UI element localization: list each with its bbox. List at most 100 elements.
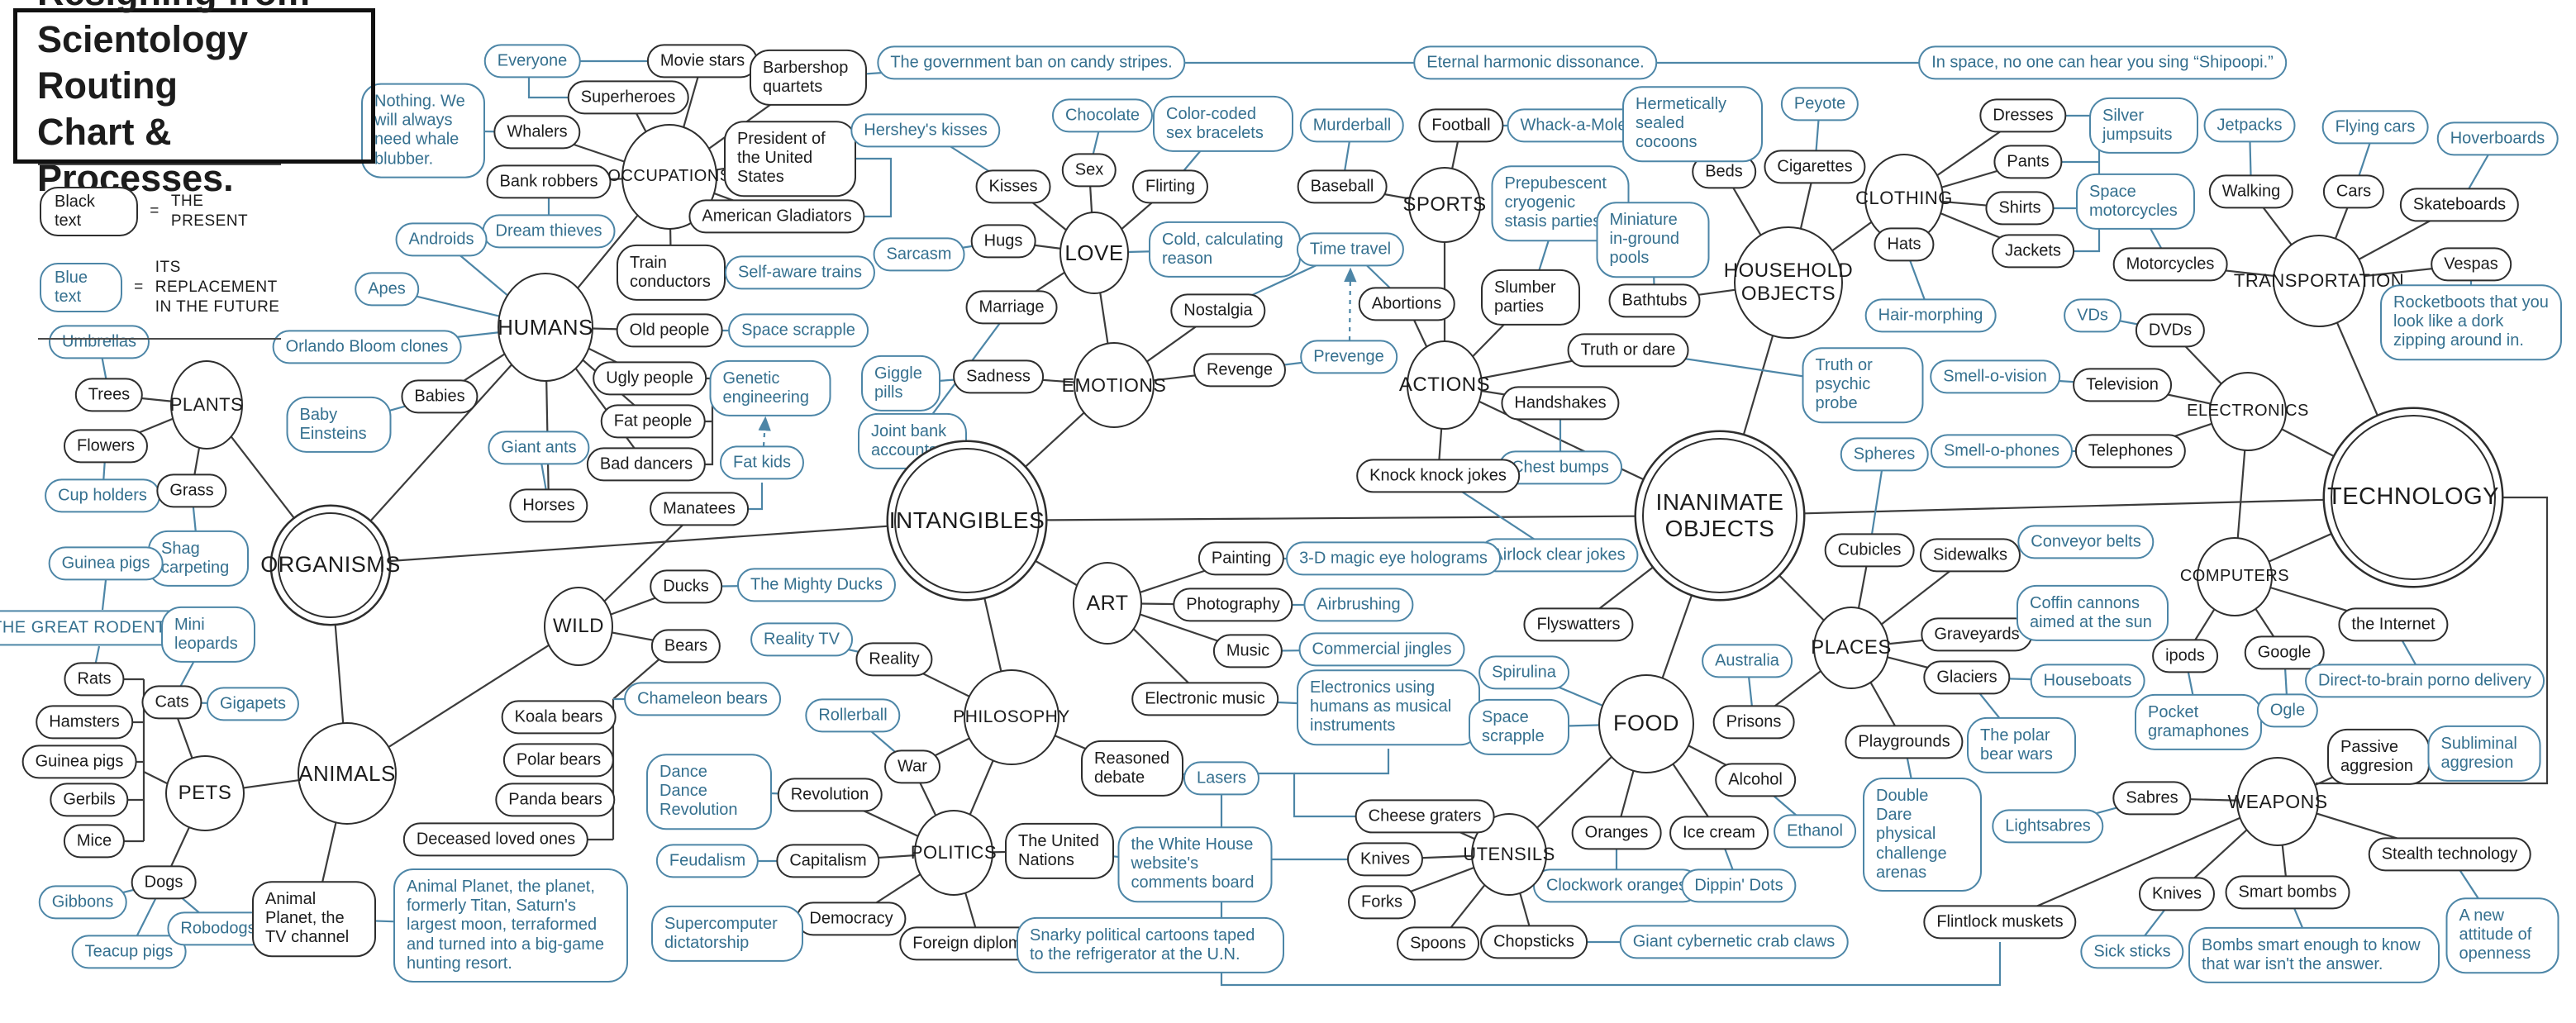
legend-row-future: Blue text = ITS REPLACEMENT IN THE FUTUR… [40, 258, 281, 316]
node-sex: Sex [1061, 153, 1117, 188]
edge-intangibles-inanimate [966, 514, 1721, 522]
node-sarcasm: Sarcasm [873, 237, 965, 272]
node-stealth: Stealth technology [2368, 837, 2531, 872]
node-direct_brain: Direct-to-brain porno delivery [2305, 664, 2545, 698]
node-un: The United Nations [1005, 822, 1114, 880]
node-flintlock: Flintlock muskets [1923, 905, 2077, 940]
node-nothing_whale: Nothing. We will always need whale blubb… [361, 83, 485, 178]
node-flirting: Flirting [1131, 169, 1209, 204]
node-abortions: Abortions [1358, 287, 1455, 321]
node-cheese: Cheese graters [1355, 799, 1495, 834]
node-space_moto: Space motorcycles [2076, 173, 2195, 231]
node-democracy: Democracy [796, 902, 907, 936]
node-teacup: Teacup pigs [71, 935, 187, 969]
node-spheres: Spheres [1840, 437, 1929, 472]
node-organisms: ORGANISMS [260, 512, 400, 618]
node-glaciers: Glaciers [1923, 660, 2011, 695]
node-bad_dancers: Bad dancers [586, 447, 707, 482]
node-prisons: Prisons [1712, 705, 1795, 740]
node-in_space: In space, no one can hear you sing “Ship… [1918, 45, 2287, 80]
node-ehumans: Electronics using humans as musical inst… [1297, 669, 1480, 745]
node-playgrounds: Playgrounds [1845, 725, 1964, 759]
node-holograms: 3-D magic eye holograms [1286, 541, 1501, 576]
node-barbershop: Barbershop quartets [750, 49, 867, 107]
edge-weapons-flintlock [1999, 800, 2278, 924]
node-manatees: Manatees [650, 492, 749, 526]
title-line: Scientology Routing [37, 17, 249, 107]
node-vds: VDs [2064, 298, 2121, 333]
node-guinea_blue: Guinea pigs [48, 546, 164, 581]
node-rats: Rats [64, 662, 125, 697]
node-transportation: TRANSPORTATION [2234, 235, 2404, 327]
node-flying_cars: Flying cars [2321, 110, 2429, 145]
node-knives_w: Knives [2138, 877, 2216, 911]
node-skateboards: Skateboards [2399, 188, 2520, 222]
legend-blue-pill: Blue text [40, 262, 123, 312]
node-love: LOVE [1059, 212, 1129, 294]
node-giggle: Giggle pills [861, 354, 940, 412]
node-humans: HUMANS [498, 273, 593, 382]
node-cars: Cars [2322, 174, 2385, 209]
node-handshakes: Handshakes [1501, 386, 1620, 421]
node-eternal: Eternal harmonic dissonance. [1413, 45, 1658, 80]
node-dream_thieves: Dream thieves [482, 214, 616, 249]
node-cigarettes: Cigarettes [1764, 150, 1866, 184]
node-dippin: Dippin' Dots [1681, 868, 1797, 903]
node-everyone: Everyone [483, 44, 581, 79]
node-bathtubs: Bathtubs [1608, 283, 1701, 318]
node-peyote: Peyote [1780, 87, 1859, 121]
legend-future-value: ITS REPLACEMENT IN THE FUTURE [155, 259, 280, 316]
node-double_dare: Double Dare physical challenge arenas [1863, 778, 1982, 892]
node-jackets: Jackets [1992, 234, 2074, 269]
node-baseball: Baseball [1297, 169, 1388, 204]
node-spoons: Spoons [1397, 926, 1479, 961]
node-trees: Trees [74, 378, 144, 412]
node-technology: TECHNOLOGY [2327, 415, 2499, 580]
node-emusic: Electronic music [1131, 682, 1278, 716]
node-pets: PETS [165, 755, 245, 831]
edge-path [758, 416, 771, 447]
node-airlock: Airlock clear jokes [1478, 538, 1639, 573]
node-shag: Shag carpeting [148, 530, 249, 588]
node-ap_tv: Animal Planet, the TV channel [252, 881, 376, 957]
title-line: Resigning from [37, 0, 371, 17]
node-photography: Photography [1173, 588, 1293, 622]
node-sick_sticks: Sick sticks [2080, 935, 2184, 969]
node-flyswatters: Flyswatters [1523, 607, 1634, 642]
node-revenge: Revenge [1193, 353, 1287, 388]
node-superheroes: Superheroes [567, 80, 689, 115]
node-oranges: Oranges [1571, 816, 1662, 850]
node-emotions: EMOTIONS [1062, 342, 1166, 428]
node-ethanol: Ethanol [1774, 814, 1856, 849]
node-cubicles: Cubicles [1824, 533, 1915, 568]
node-sadness: Sadness [953, 359, 1044, 394]
node-horses: Horses [509, 488, 588, 523]
node-art: ART [1073, 562, 1142, 645]
node-hoverboards: Hoverboards [2436, 121, 2559, 156]
node-clockwork: Clockwork oranges [1532, 868, 1701, 903]
node-cup_holders: Cup holders [45, 478, 160, 513]
node-bombs_smart: Bombs smart enough to know that war isn'… [2188, 926, 2440, 984]
node-flowers: Flowers [63, 429, 149, 464]
node-ipods: ipods [2152, 639, 2218, 673]
node-alcohol: Alcohol [1715, 763, 1796, 797]
node-pants: Pants [1993, 145, 2063, 179]
node-rocketboots: Rocketboots that you look like a dork zi… [2380, 284, 2562, 360]
equals-sign: = [134, 278, 144, 296]
node-hersheys: Hershey's kisses [850, 113, 1001, 148]
node-ddr: Dance Dance Revolution [646, 754, 772, 830]
node-food: FOOD [1598, 674, 1694, 773]
node-graveyards: Graveyards [1921, 617, 2033, 652]
node-actions: ACTIONS [1399, 340, 1490, 430]
node-reality_tv: Reality TV [750, 622, 853, 657]
node-androids: Androids [395, 222, 488, 257]
node-cocoons: Hermetically sealed cocoons [1622, 86, 1763, 162]
node-cats: Cats [141, 685, 202, 720]
node-pocket_gram: Pocket gramaphones [2135, 693, 2262, 751]
node-places: PLACES [1811, 607, 1891, 689]
node-white_house: the White House website's comments board [1117, 826, 1273, 902]
node-chameleon: Chameleon bears [624, 682, 781, 716]
node-conveyor: Conveyor belts [2017, 525, 2155, 559]
node-ap_planet: Animal Planet, the planet, formerly Tita… [393, 868, 628, 983]
